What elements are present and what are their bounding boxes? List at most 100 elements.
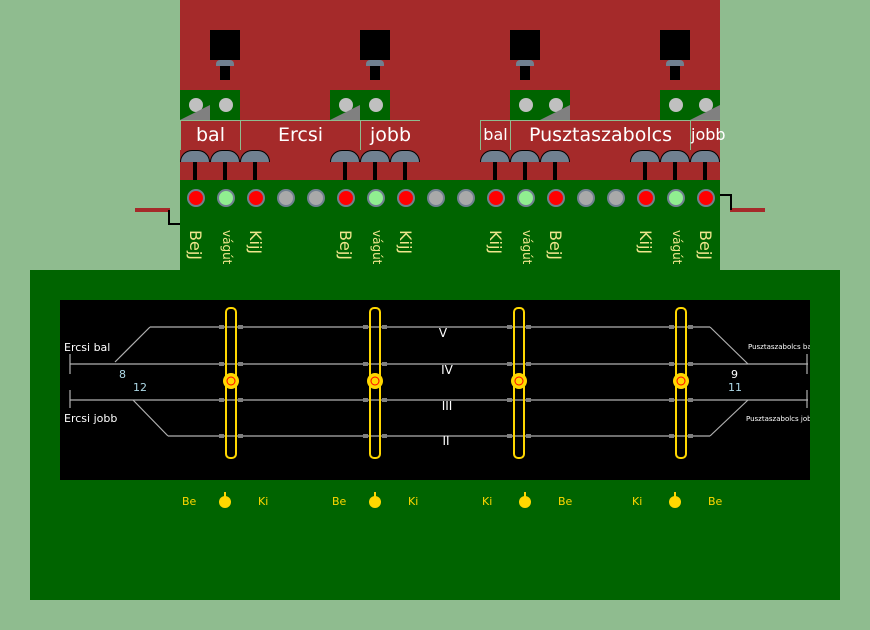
direction-label: Be xyxy=(708,495,723,508)
section-label[interactable]: jobb xyxy=(690,120,726,150)
signal-post xyxy=(223,162,227,180)
signal-icon[interactable] xyxy=(330,150,360,162)
section-label[interactable]: Pusztaszabolcs xyxy=(510,120,690,150)
indicator-lamp-gray xyxy=(307,189,325,207)
direction-label: Be xyxy=(558,495,573,508)
signal-icon[interactable] xyxy=(480,150,510,162)
signal-label: BejJ xyxy=(186,230,205,260)
indicator-lamp-green xyxy=(367,189,385,207)
indicator-lamp-gray xyxy=(277,189,295,207)
direction-label: Be xyxy=(332,495,347,508)
signal-icon[interactable] xyxy=(210,150,240,162)
indicator-lamp-gray xyxy=(457,189,475,207)
point-machine xyxy=(510,30,540,60)
signal-label: BejJ xyxy=(696,230,715,260)
machine-stem xyxy=(220,66,230,80)
knob-stem xyxy=(674,492,676,497)
crossing-bar[interactable] xyxy=(219,307,243,459)
point-machine xyxy=(360,30,390,60)
switch-number: 11 xyxy=(728,381,742,394)
indicator-lamp-red xyxy=(697,189,715,207)
indicator-lamp-gray xyxy=(607,189,625,207)
signal-post xyxy=(553,162,557,180)
indicator-lamp-gray xyxy=(577,189,595,207)
wire xyxy=(720,194,732,196)
signal-icon[interactable] xyxy=(240,150,270,162)
signal-icon[interactable] xyxy=(630,150,660,162)
machine-stem xyxy=(370,66,380,80)
signal-label: vágút xyxy=(670,230,684,265)
switch-indicator xyxy=(219,98,233,112)
point-machine xyxy=(210,30,240,60)
wire xyxy=(168,210,170,225)
knob-stem xyxy=(224,492,226,497)
switch-indicator xyxy=(189,98,203,112)
section-label[interactable]: bal xyxy=(180,120,240,150)
switch-indicator xyxy=(339,98,353,112)
switch-indicator xyxy=(549,98,563,112)
signal-post xyxy=(193,162,197,180)
point-machine xyxy=(660,30,690,60)
signal-post xyxy=(253,162,257,180)
section-label[interactable]: jobb xyxy=(360,120,420,150)
signal-label: KijJ xyxy=(246,230,265,255)
section-label[interactable]: Ercsi xyxy=(240,120,360,150)
signal-icon[interactable] xyxy=(660,150,690,162)
ercsi-bal-label: Ercsi bal xyxy=(64,341,110,354)
wire xyxy=(135,208,170,212)
crossing-bar[interactable] xyxy=(363,307,387,459)
knob-icon[interactable] xyxy=(519,496,531,508)
divider xyxy=(480,120,720,121)
track-name: V xyxy=(439,326,448,340)
switch-number: 9 xyxy=(731,368,738,381)
track-name: II xyxy=(442,434,449,448)
signal-label: vágút xyxy=(370,230,384,265)
section-label[interactable]: bal xyxy=(480,120,510,150)
pusztaszabolcs-bal-label: Pusztaszabolcs bal xyxy=(748,343,810,351)
machine-head-icon xyxy=(516,60,534,66)
signal-post xyxy=(493,162,497,180)
switch-number: 8 xyxy=(119,368,126,381)
indicator-lamp-red xyxy=(337,189,355,207)
signal-label: BejJ xyxy=(336,230,355,260)
signal-icon[interactable] xyxy=(390,150,420,162)
direction-label: Ki xyxy=(482,495,493,508)
signal-icon[interactable] xyxy=(180,150,210,162)
signal-icon[interactable] xyxy=(360,150,390,162)
signal-post xyxy=(673,162,677,180)
indicator-lamp-red xyxy=(487,189,505,207)
knob-icon[interactable] xyxy=(369,496,381,508)
signal-icon[interactable] xyxy=(690,150,720,162)
crossing-bar[interactable] xyxy=(507,307,531,459)
indicator-lamp-red xyxy=(547,189,565,207)
wire xyxy=(730,208,765,212)
indicator-lamp-gray xyxy=(427,189,445,207)
signal-label: vágút xyxy=(520,230,534,265)
track-name: IV xyxy=(441,363,454,377)
knob-icon[interactable] xyxy=(219,496,231,508)
track-svg: Ercsi bal Ercsi jobb 8 12 Pusztaszabolcs… xyxy=(64,307,817,459)
direction-label: Ki xyxy=(408,495,419,508)
indicator-lamp-red xyxy=(247,189,265,207)
crossing-bar[interactable] xyxy=(669,307,693,459)
switch-indicator xyxy=(669,98,683,112)
indicator-lamp-red xyxy=(397,189,415,207)
indicator-lamp-green xyxy=(217,189,235,207)
pusztaszabolcs-jobb-label: Pusztaszabolcs jobb xyxy=(746,415,810,423)
indicator-lamp-green xyxy=(667,189,685,207)
machine-head-icon xyxy=(366,60,384,66)
indicator-lamp-red xyxy=(637,189,655,207)
switch-number: 12 xyxy=(133,381,147,394)
signal-icon[interactable] xyxy=(510,150,540,162)
knob-stem xyxy=(374,492,376,497)
switch-indicator xyxy=(699,98,713,112)
indicator-lamp-red xyxy=(187,189,205,207)
knob-icon[interactable] xyxy=(669,496,681,508)
indicator-lamp-green xyxy=(517,189,535,207)
switch-indicator xyxy=(369,98,383,112)
track-name: III xyxy=(442,399,453,413)
machine-stem xyxy=(670,66,680,80)
signal-post xyxy=(373,162,377,180)
signal-icon[interactable] xyxy=(540,150,570,162)
signal-label: BejJ xyxy=(546,230,565,260)
